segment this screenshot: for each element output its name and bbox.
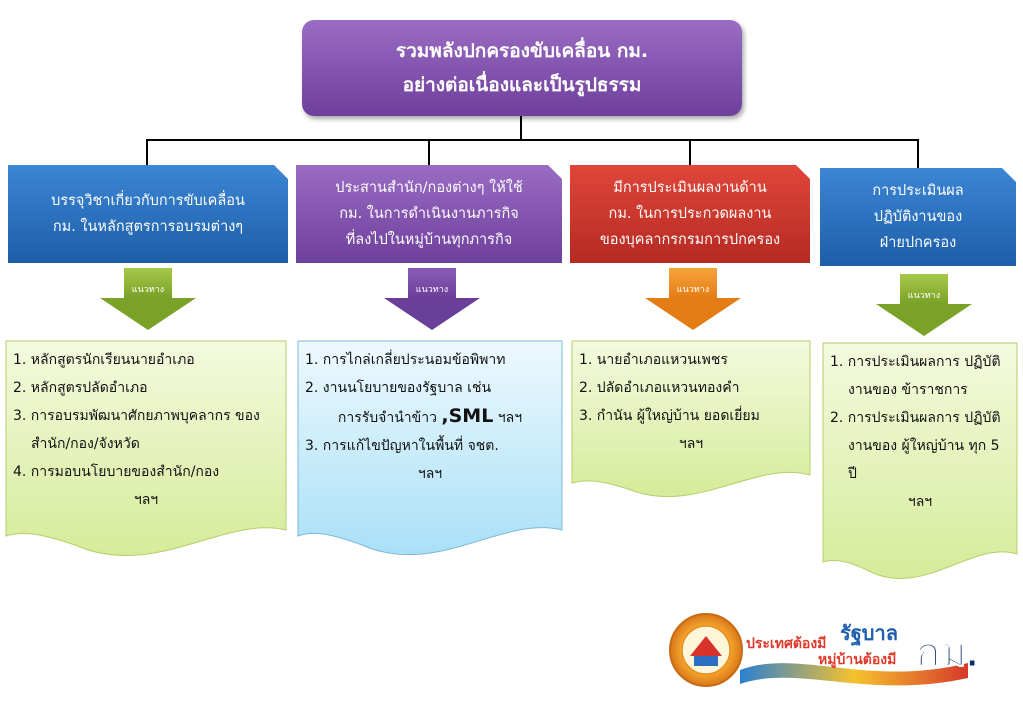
- connector-line-2: [428, 139, 521, 165]
- note-1-item-3: 3. การอบรมพัฒนาศักยภาพบุคลากร ของสำนัก/ก…: [13, 408, 260, 452]
- logo-text-2: รัฐบาล: [840, 623, 898, 647]
- campaign-logo: ประเทศต้องมี รัฐบาล หมู่บ้านต้องมี กม.: [669, 613, 978, 687]
- branch-1-line-2: กม. ในหลักสูตรการอบรมต่างๆ: [52, 219, 244, 235]
- root-line-1: รวมพลังปกครองขับเคลื่อน กม.: [395, 40, 649, 62]
- branch-box-4: การประเมินผล ปฏิบัติงานของ ฝ่ายปกครอง: [820, 168, 1016, 266]
- arrow-1-label: แนวทาง: [131, 285, 165, 295]
- branch-3-line-1: มีการประเมินผลงานด้าน: [613, 180, 767, 196]
- branch-box-3: มีการประเมินผลงานด้าน กม. ในการประกวดผลง…: [570, 165, 810, 263]
- ribbon-wave: [740, 663, 968, 686]
- note-2-item-1: 1. การไกล่เกลี่ยประนอมข้อพิพาท: [305, 352, 506, 368]
- branch-1-line-1: บรรจุวิชาเกี่ยวกับการขับเคลื่อน: [51, 193, 245, 209]
- note-2-item-2-cont-a: การรับจำนำข้าว: [337, 410, 442, 426]
- root-line-2: อย่างต่อเนื่องและเป็นรูปธรรม: [402, 74, 642, 96]
- note-card-4: 1. การประเมินผลการ ปฏิบัติงานของ ข้าราชก…: [822, 342, 1018, 584]
- branch-4-line-1: การประเมินผล: [872, 183, 964, 199]
- branch-box-1: บรรจุวิชาเกี่ยวกับการขับเคลื่อน กม. ในหล…: [8, 165, 288, 263]
- note-1-item-4: 4. การมอบนโยบายของสำนัก/กอง: [13, 464, 220, 480]
- arrow-3-label: แนวทาง: [676, 285, 710, 295]
- logo-text-1: ประเทศต้องมี: [746, 635, 826, 651]
- branch-3-line-2: กม. ในการประกวดผลงาน: [608, 206, 772, 222]
- note-4-item-1: 1. การประเมินผลการ ปฏิบัติงานของ ข้าราชก…: [830, 354, 1001, 398]
- note-2-sml-text: ,SML: [441, 405, 494, 427]
- down-arrow-3: แนวทาง: [645, 268, 741, 330]
- note-2-etc: ฯลฯ: [417, 466, 443, 482]
- note-2-item-2-cont-b: ฯลฯ: [493, 410, 523, 426]
- note-4-etc: ฯลฯ: [907, 494, 933, 510]
- note-4-item-2: 2. การประเมินผลการ ปฏิบัติงานของ ผู้ใหญ่…: [830, 410, 1001, 482]
- branch-3-line-3: ของบุคลากรกรมการปกครอง: [599, 232, 781, 248]
- note-2-item-3: 3. การแก้ไขปัญหาในพื้นที่ จชต.: [305, 438, 499, 454]
- branch-2-line-2: กม. ในการดำเนินงานภารกิจ: [339, 206, 519, 222]
- note-1-item-2: 2. หลักสูตรปลัดอำเภอ: [13, 380, 148, 396]
- note-card-2: 1. การไกล่เกลี่ยประนอมข้อพิพาท 2. งานนโย…: [297, 340, 563, 558]
- note-2-item-2: 2. งานนโยบายของรัฐบาล เช่น: [305, 380, 492, 396]
- branch-4-line-2: ปฏิบัติงานของ: [873, 209, 963, 225]
- down-arrow-1: แนวทาง: [100, 268, 196, 330]
- note-3-item-1: 1. นายอำเภอแหวนเพชร: [579, 352, 728, 368]
- branch-2-line-3: ที่ลงไปในหมู่บ้านทุกภารกิจ: [345, 232, 513, 248]
- branch-4-line-3: ฝ่ายปกครอง: [879, 235, 957, 251]
- down-arrow-2: แนวทาง: [384, 268, 480, 330]
- note-1-item-1: 1. หลักสูตรนักเรียนนายอำเภอ: [13, 352, 195, 368]
- note-1-etc: ฯลฯ: [133, 492, 159, 508]
- connector-line-3: [521, 139, 691, 165]
- note-card-1: 1. หลักสูตรนักเรียนนายอำเภอ 2. หลักสูตรป…: [5, 340, 287, 560]
- note-2-item-2-continued: การรับจำนำข้าว ,SML ฯลฯ: [305, 402, 555, 432]
- logo-text-3: หมู่บ้านต้องมี: [818, 651, 896, 668]
- note-3-item-2: 2. ปลัดอำเภอแหวนทองคำ: [579, 380, 740, 396]
- branch-2-line-1: ประสานสำนัก/กองต่างๆ ให้ใช้: [335, 180, 523, 196]
- arrow-2-label: แนวทาง: [415, 285, 449, 295]
- note-3-etc: ฯลฯ: [678, 436, 704, 452]
- connector-line-1: [146, 116, 522, 165]
- connector-line-4: [521, 139, 919, 168]
- root-box: รวมพลังปกครองขับเคลื่อน กม. อย่างต่อเนื่…: [302, 20, 742, 116]
- arrow-4-label: แนวทาง: [907, 291, 941, 301]
- note-card-3: 1. นายอำเภอแหวนเพชร 2. ปลัดอำเภอแหวนทองค…: [571, 340, 811, 500]
- branch-box-2: ประสานสำนัก/กองต่างๆ ให้ใช้ กม. ในการดำเ…: [296, 165, 562, 263]
- note-3-item-3: 3. กำนัน ผู้ใหญ่บ้าน ยอดเยี่ยม: [579, 408, 760, 424]
- down-arrow-4: แนวทาง: [876, 274, 972, 336]
- logo-text-4: กม.: [916, 631, 978, 675]
